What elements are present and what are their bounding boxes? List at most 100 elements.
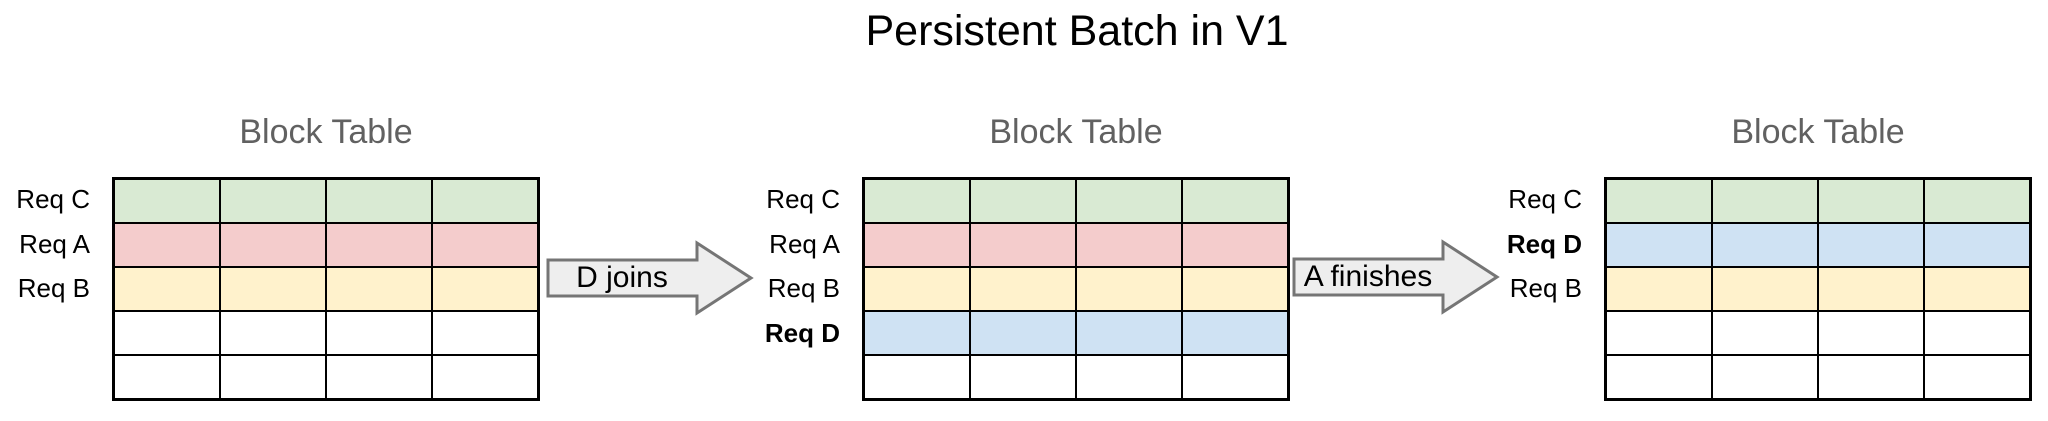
diagram-title: Persistent Batch in V1 bbox=[865, 7, 1289, 55]
block-cell bbox=[1181, 268, 1287, 310]
block-cell bbox=[1817, 180, 1923, 222]
block-cell bbox=[969, 224, 1075, 266]
row-label: Req C bbox=[1508, 183, 1582, 214]
transition-a-finishes: A finishes bbox=[1291, 238, 1501, 316]
block-cell bbox=[219, 224, 325, 266]
block-cell bbox=[1075, 180, 1181, 222]
block-cell bbox=[1923, 312, 2029, 354]
table-row bbox=[115, 222, 537, 266]
block-cell bbox=[865, 268, 969, 310]
right-arrow-icon bbox=[1292, 239, 1500, 315]
row-labels: Req C Req A Req B Req D bbox=[695, 177, 840, 401]
block-cell bbox=[325, 224, 431, 266]
table-row bbox=[865, 266, 1287, 310]
table-row bbox=[865, 310, 1287, 354]
table-row bbox=[115, 310, 537, 354]
block-cell bbox=[865, 224, 969, 266]
block-cell bbox=[1711, 356, 1817, 398]
row-label: Req C bbox=[16, 183, 90, 214]
block-cell bbox=[219, 268, 325, 310]
block-cell bbox=[1075, 268, 1181, 310]
block-table-heading: Block Table bbox=[989, 113, 1163, 151]
block-cell bbox=[115, 312, 219, 354]
row-label: Req D bbox=[764, 318, 840, 349]
block-cell bbox=[1817, 268, 1923, 310]
block-cell bbox=[1181, 312, 1287, 354]
block-table-panel-after-join: Block Table Req C Req A Req B Req D bbox=[695, 110, 1290, 405]
row-label bbox=[0, 311, 90, 356]
block-cell bbox=[1711, 312, 1817, 354]
block-cell bbox=[1923, 180, 2029, 222]
block-table-grid bbox=[862, 177, 1290, 401]
block-cell bbox=[431, 180, 537, 222]
table-row bbox=[865, 222, 1287, 266]
block-cell bbox=[115, 180, 219, 222]
block-cell bbox=[1607, 356, 1711, 398]
block-cell bbox=[969, 312, 1075, 354]
table-row bbox=[1607, 310, 2029, 354]
table-row bbox=[115, 354, 537, 398]
block-cell bbox=[1181, 180, 1287, 222]
block-table-heading: Block Table bbox=[1731, 113, 1905, 151]
block-cell bbox=[115, 356, 219, 398]
block-table-grid bbox=[112, 177, 540, 401]
block-cell bbox=[1075, 312, 1181, 354]
block-cell bbox=[969, 268, 1075, 310]
block-cell bbox=[219, 356, 325, 398]
block-cell bbox=[1181, 356, 1287, 398]
block-cell bbox=[1711, 224, 1817, 266]
row-label bbox=[1437, 356, 1582, 401]
block-cell bbox=[1923, 268, 2029, 310]
block-cell bbox=[1181, 224, 1287, 266]
table-row bbox=[1607, 354, 2029, 398]
block-cell bbox=[115, 268, 219, 310]
row-label: Req A bbox=[769, 228, 840, 259]
table-row bbox=[115, 266, 537, 310]
block-cell bbox=[1607, 224, 1711, 266]
block-cell bbox=[431, 356, 537, 398]
arrow-label: D joins bbox=[576, 261, 668, 294]
row-label: Req B bbox=[1509, 273, 1582, 304]
block-cell bbox=[865, 312, 969, 354]
block-cell bbox=[325, 180, 431, 222]
arrow-label: A finishes bbox=[1303, 260, 1433, 293]
block-cell bbox=[325, 268, 431, 310]
row-label bbox=[695, 356, 840, 401]
block-cell bbox=[969, 180, 1075, 222]
table-row bbox=[865, 180, 1287, 222]
row-label: Req B bbox=[767, 273, 840, 304]
block-cell bbox=[1817, 312, 1923, 354]
block-cell bbox=[115, 224, 219, 266]
row-label bbox=[1437, 311, 1582, 356]
block-cell bbox=[1817, 224, 1923, 266]
transition-d-joins: D joins bbox=[545, 239, 755, 317]
block-cell bbox=[1607, 312, 1711, 354]
block-table-grid bbox=[1604, 177, 2032, 401]
block-cell bbox=[219, 180, 325, 222]
block-cell bbox=[865, 356, 969, 398]
block-cell bbox=[325, 356, 431, 398]
block-cell bbox=[1711, 268, 1817, 310]
row-label bbox=[0, 356, 90, 401]
block-cell bbox=[865, 180, 969, 222]
block-cell bbox=[1075, 224, 1181, 266]
block-cell bbox=[431, 312, 537, 354]
block-cell bbox=[431, 268, 537, 310]
block-cell bbox=[1075, 356, 1181, 398]
right-arrow-icon bbox=[546, 240, 754, 316]
block-cell bbox=[1711, 180, 1817, 222]
block-cell bbox=[1607, 180, 1711, 222]
row-label: Req C bbox=[766, 183, 840, 214]
table-row bbox=[1607, 266, 2029, 310]
row-label: Req B bbox=[17, 273, 90, 304]
block-table-heading: Block Table bbox=[239, 113, 413, 151]
block-cell bbox=[1607, 268, 1711, 310]
table-row bbox=[1607, 222, 2029, 266]
block-cell bbox=[325, 312, 431, 354]
block-cell bbox=[1923, 224, 2029, 266]
block-cell bbox=[431, 224, 537, 266]
